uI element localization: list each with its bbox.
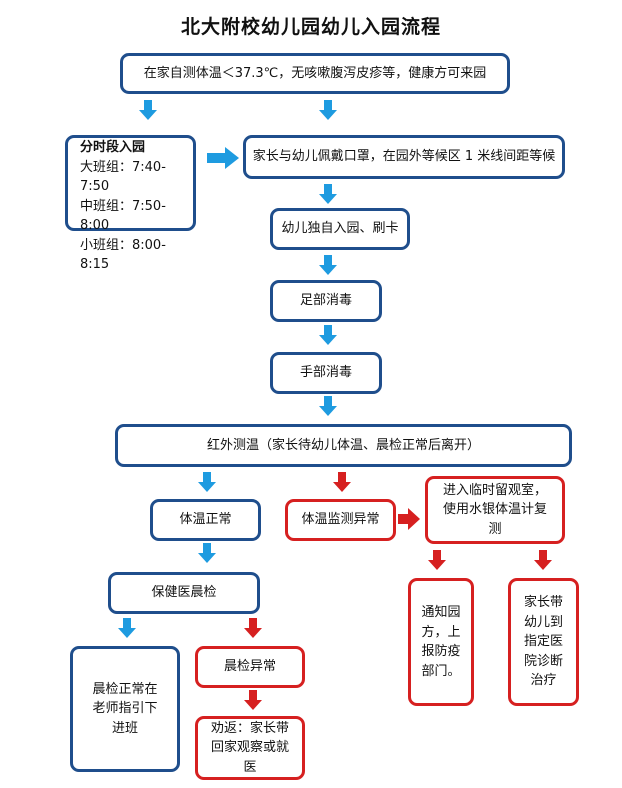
time-split-step: 分时段入园 大班组：7:40-7:50 中班组：7:50-8:00 小班组：8:…	[65, 135, 196, 272]
mask-wait-text: 家长与幼儿佩戴口罩，在园外等候区 1 米线间距等候	[252, 149, 556, 165]
infrared-text: 红外测温（家长待幼儿体温、晨检正常后离开）	[206, 437, 480, 453]
foot-disinfect-text: 足部消毒	[299, 293, 352, 309]
health-check-text: 保健医晨检	[151, 585, 217, 601]
home-check-text: 在家自测体温＜37.3℃，无咳嗽腹泻皮疹等，健康方可来园	[143, 65, 487, 81]
temp-normal-step: 体温正常	[150, 499, 261, 541]
hospital-text: 家长带幼儿到指定医院诊断治疗	[523, 595, 563, 689]
check-abnormal-step: 晨检异常	[195, 646, 305, 688]
infrared-step: 红外测温（家长待幼儿体温、晨检正常后离开）	[115, 424, 572, 467]
arrow-down-icon	[319, 184, 337, 204]
arrow-down-icon	[319, 325, 337, 345]
arrow-down-icon	[428, 550, 446, 570]
arrow-down-icon	[319, 396, 337, 416]
time-split-line: 小班组：8:00-8:15	[80, 237, 166, 273]
temp-abnormal-text: 体温监测异常	[301, 512, 380, 528]
temp-abnormal-step: 体温监测异常	[285, 499, 396, 541]
mask-wait-step: 家长与幼儿佩戴口罩，在园外等候区 1 米线间距等候	[243, 135, 565, 179]
arrow-down-icon	[198, 472, 216, 492]
send-home-step: 劝返：家长带回家观察或就医	[195, 716, 305, 780]
arrow-down-icon	[139, 100, 157, 120]
arrow-down-icon	[198, 543, 216, 563]
observation-text: 进入临时留观室，使用水银体温计复测	[442, 482, 547, 537]
arrow-down-icon	[319, 100, 337, 120]
arrow-down-icon	[244, 618, 262, 638]
arrow-down-icon	[534, 550, 552, 570]
check-abnormal-text: 晨检异常	[223, 659, 276, 675]
arrow-down-icon	[319, 255, 337, 275]
notify-text: 通知园方，上报防疫部门。	[421, 605, 461, 679]
health-check-step: 保健医晨检	[108, 572, 260, 614]
hospital-step: 家长带幼儿到指定医院诊断治疗	[508, 578, 579, 706]
time-split-line: 大班组：7:40-7:50	[80, 159, 166, 195]
arrow-right-icon	[398, 508, 420, 530]
arrow-down-icon	[244, 690, 262, 710]
hand-disinfect-step: 手部消毒	[270, 352, 382, 394]
arrow-down-icon	[333, 472, 351, 492]
enter-alone-text: 幼儿独自入园、刷卡	[281, 221, 399, 237]
home-check-step: 在家自测体温＜37.3℃，无咳嗽腹泻皮疹等，健康方可来园	[120, 53, 510, 94]
send-home-text: 劝返：家长带回家观察或就医	[210, 720, 289, 775]
observation-step: 进入临时留观室，使用水银体温计复测	[425, 476, 565, 544]
time-split-title: 分时段入园	[80, 140, 146, 155]
notify-step: 通知园方，上报防疫部门。	[408, 578, 474, 706]
check-normal-step: 晨检正常在老师指引下进班	[70, 646, 180, 772]
time-split-line: 中班组：7:50-8:00	[80, 198, 166, 234]
hand-disinfect-text: 手部消毒	[299, 365, 352, 381]
enter-alone-step: 幼儿独自入园、刷卡	[270, 208, 410, 250]
arrow-down-icon	[118, 618, 136, 638]
foot-disinfect-step: 足部消毒	[270, 280, 382, 322]
page-title: 北大附校幼儿园幼儿入园流程	[180, 16, 441, 38]
temp-normal-text: 体温正常	[179, 512, 232, 528]
arrow-right-icon	[207, 147, 239, 169]
check-normal-text: 晨检正常在老师指引下进班	[92, 681, 158, 736]
